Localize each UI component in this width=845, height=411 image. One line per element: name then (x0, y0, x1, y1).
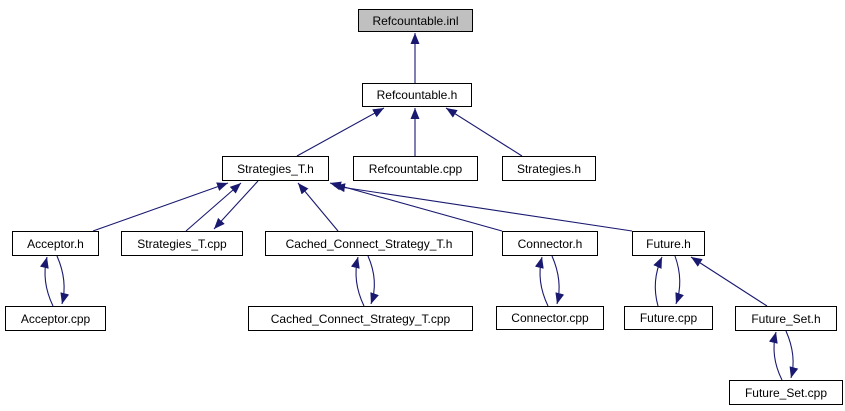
edge-connector-cpp-to-connector-h (534, 256, 549, 307)
edge-cached-connect-strategy-t-h-to-strategies-t-h (297, 182, 339, 232)
edge-future-set-h-to-future-set-cpp (785, 330, 799, 379)
node-refcountable-cpp[interactable]: Refcountable.cpp (353, 156, 478, 181)
node-acceptor-h[interactable]: Acceptor.h (12, 231, 99, 256)
edge-acceptor-h-to-strategies-t-h (92, 182, 229, 232)
node-future-cpp[interactable]: Future.cpp (624, 306, 713, 330)
node-cached-connect-strategy-t-cpp[interactable]: Cached_Connect_Strategy_T.cpp (248, 306, 473, 331)
edge-strategies-t-h-to-refcountable-h (296, 107, 385, 157)
edge-future-set-h-to-future-h (690, 256, 768, 307)
edge-strategies-h-to-refcountable-h (445, 107, 523, 157)
edge-acceptor-h-to-acceptor-cpp (56, 255, 70, 305)
node-cached-connect-strategy-t-h[interactable]: Cached_Connect_Strategy_T.h (265, 231, 473, 256)
edge-cached-connect-strategy-t-h-to-cached-connect-strategy-t-cpp (367, 255, 379, 305)
edge-strategies-t-h-to-strategies-t-cpp (213, 180, 259, 230)
edge-future-set-cpp-to-future-set-h (768, 331, 783, 381)
node-strategies-t-h[interactable]: Strategies_T.h (222, 156, 329, 181)
node-connector-h[interactable]: Connector.h (502, 231, 598, 256)
edge-future-cpp-to-future-h (653, 256, 663, 307)
node-future-set-h[interactable]: Future_Set.h (735, 306, 837, 331)
edge-future-h-to-future-cpp (674, 255, 684, 305)
node-acceptor-cpp[interactable]: Acceptor.cpp (5, 306, 106, 331)
node-refcountable-inl: Refcountable.inl (358, 9, 473, 32)
edge-strategies-t-cpp-to-strategies-t-h (185, 182, 242, 232)
edge-acceptor-cpp-to-acceptor-h (39, 256, 54, 307)
node-strategies-t-cpp[interactable]: Strategies_T.cpp (121, 231, 243, 256)
edge-cached-connect-strategy-t-cpp-to-cached-connect-strategy-t-h (350, 256, 365, 307)
node-strategies-h[interactable]: Strategies.h (502, 156, 596, 181)
node-future-h[interactable]: Future.h (632, 231, 705, 256)
edge-connector-h-to-strategies-t-h (329, 181, 503, 232)
node-connector-cpp[interactable]: Connector.cpp (496, 306, 604, 330)
edge-future-h-to-strategies-t-h (333, 183, 633, 232)
node-future-set-cpp[interactable]: Future_Set.cpp (729, 380, 843, 405)
node-refcountable-h[interactable]: Refcountable.h (362, 83, 472, 107)
edges-group (39, 33, 799, 381)
edge-connector-h-to-connector-cpp (551, 255, 565, 305)
